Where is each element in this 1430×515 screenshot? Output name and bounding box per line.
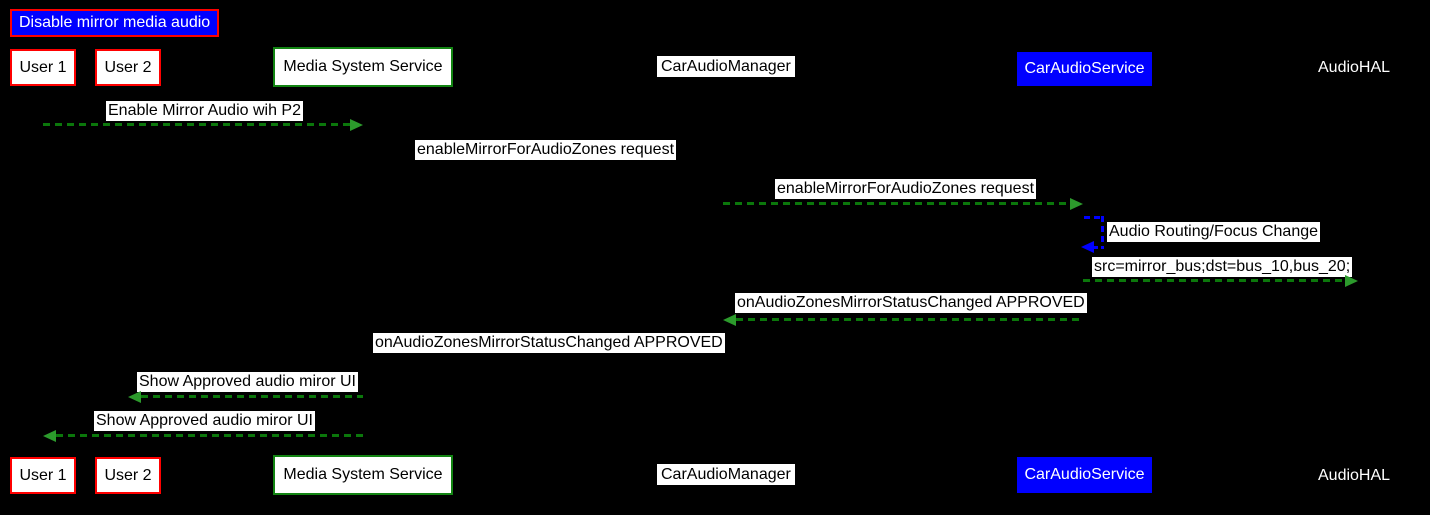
diagram-title: Disable mirror media audio	[10, 9, 220, 37]
arrowhead-left-icon	[723, 314, 736, 326]
message-label-src-dst-bus: src=mirror_bus;dst=bus_10,bus_20;	[1092, 257, 1353, 277]
message-label-show-approved-ui-2: Show Approved audio miror UI	[94, 411, 315, 431]
arrowhead-right-icon	[1070, 198, 1083, 210]
arrowhead-right-icon	[710, 158, 723, 170]
self-message-bottom-line	[1092, 246, 1104, 249]
message-label-show-approved-ui-1: Show Approved audio miror UI	[137, 372, 358, 392]
arrowhead-left-icon	[128, 391, 141, 403]
arrowhead-left-icon	[1081, 241, 1094, 253]
message-arrow-line	[56, 434, 363, 437]
actor-user2-bottom: User 2	[95, 457, 161, 494]
actor-audio-hal-top: AudioHAL	[1318, 59, 1391, 76]
message-label-mirror-status-approved-2: onAudioZonesMirrorStatusChanged APPROVED	[373, 333, 725, 353]
message-arrow-line	[141, 395, 363, 398]
message-arrow-line	[376, 357, 723, 360]
message-arrow-line	[43, 123, 350, 126]
actor-user1-top: User 1	[10, 49, 76, 86]
actor-user2-top: User 2	[95, 49, 161, 86]
actor-audio-hal-bottom: AudioHAL	[1318, 467, 1391, 484]
actor-car-audio-service-top: CarAudioService	[1017, 52, 1152, 86]
message-arrow-line	[736, 318, 1083, 321]
self-message-right-line	[1101, 216, 1104, 249]
message-label-mirror-status-approved-1: onAudioZonesMirrorStatusChanged APPROVED	[735, 293, 1087, 313]
arrowhead-left-icon	[43, 430, 56, 442]
actor-car-audio-manager-top: CarAudioManager	[657, 56, 795, 77]
arrowhead-left-icon	[363, 353, 376, 365]
actor-car-audio-manager-bottom: CarAudioManager	[657, 464, 795, 485]
message-label-enable-mirror-zones-2: enableMirrorForAudioZones request	[775, 179, 1037, 199]
self-message-top-line	[1084, 216, 1104, 219]
message-label-enable-mirror-zones-1: enableMirrorForAudioZones request	[415, 140, 677, 160]
message-label-audio-routing-focus-change: Audio Routing/Focus Change	[1107, 222, 1321, 242]
message-label-enable-mirror-audio: Enable Mirror Audio wih P2	[106, 101, 303, 121]
arrowhead-right-icon	[350, 119, 363, 131]
actor-car-audio-service-bottom: CarAudioService	[1017, 457, 1152, 493]
actor-media-system-service-top: Media System Service	[273, 47, 453, 87]
arrowhead-right-icon	[1345, 275, 1358, 287]
message-arrow-line	[723, 202, 1070, 205]
actor-user1-bottom: User 1	[10, 457, 76, 494]
actor-media-system-service-bottom: Media System Service	[273, 455, 453, 495]
message-arrow-line	[363, 162, 710, 165]
message-arrow-line	[1083, 279, 1345, 282]
